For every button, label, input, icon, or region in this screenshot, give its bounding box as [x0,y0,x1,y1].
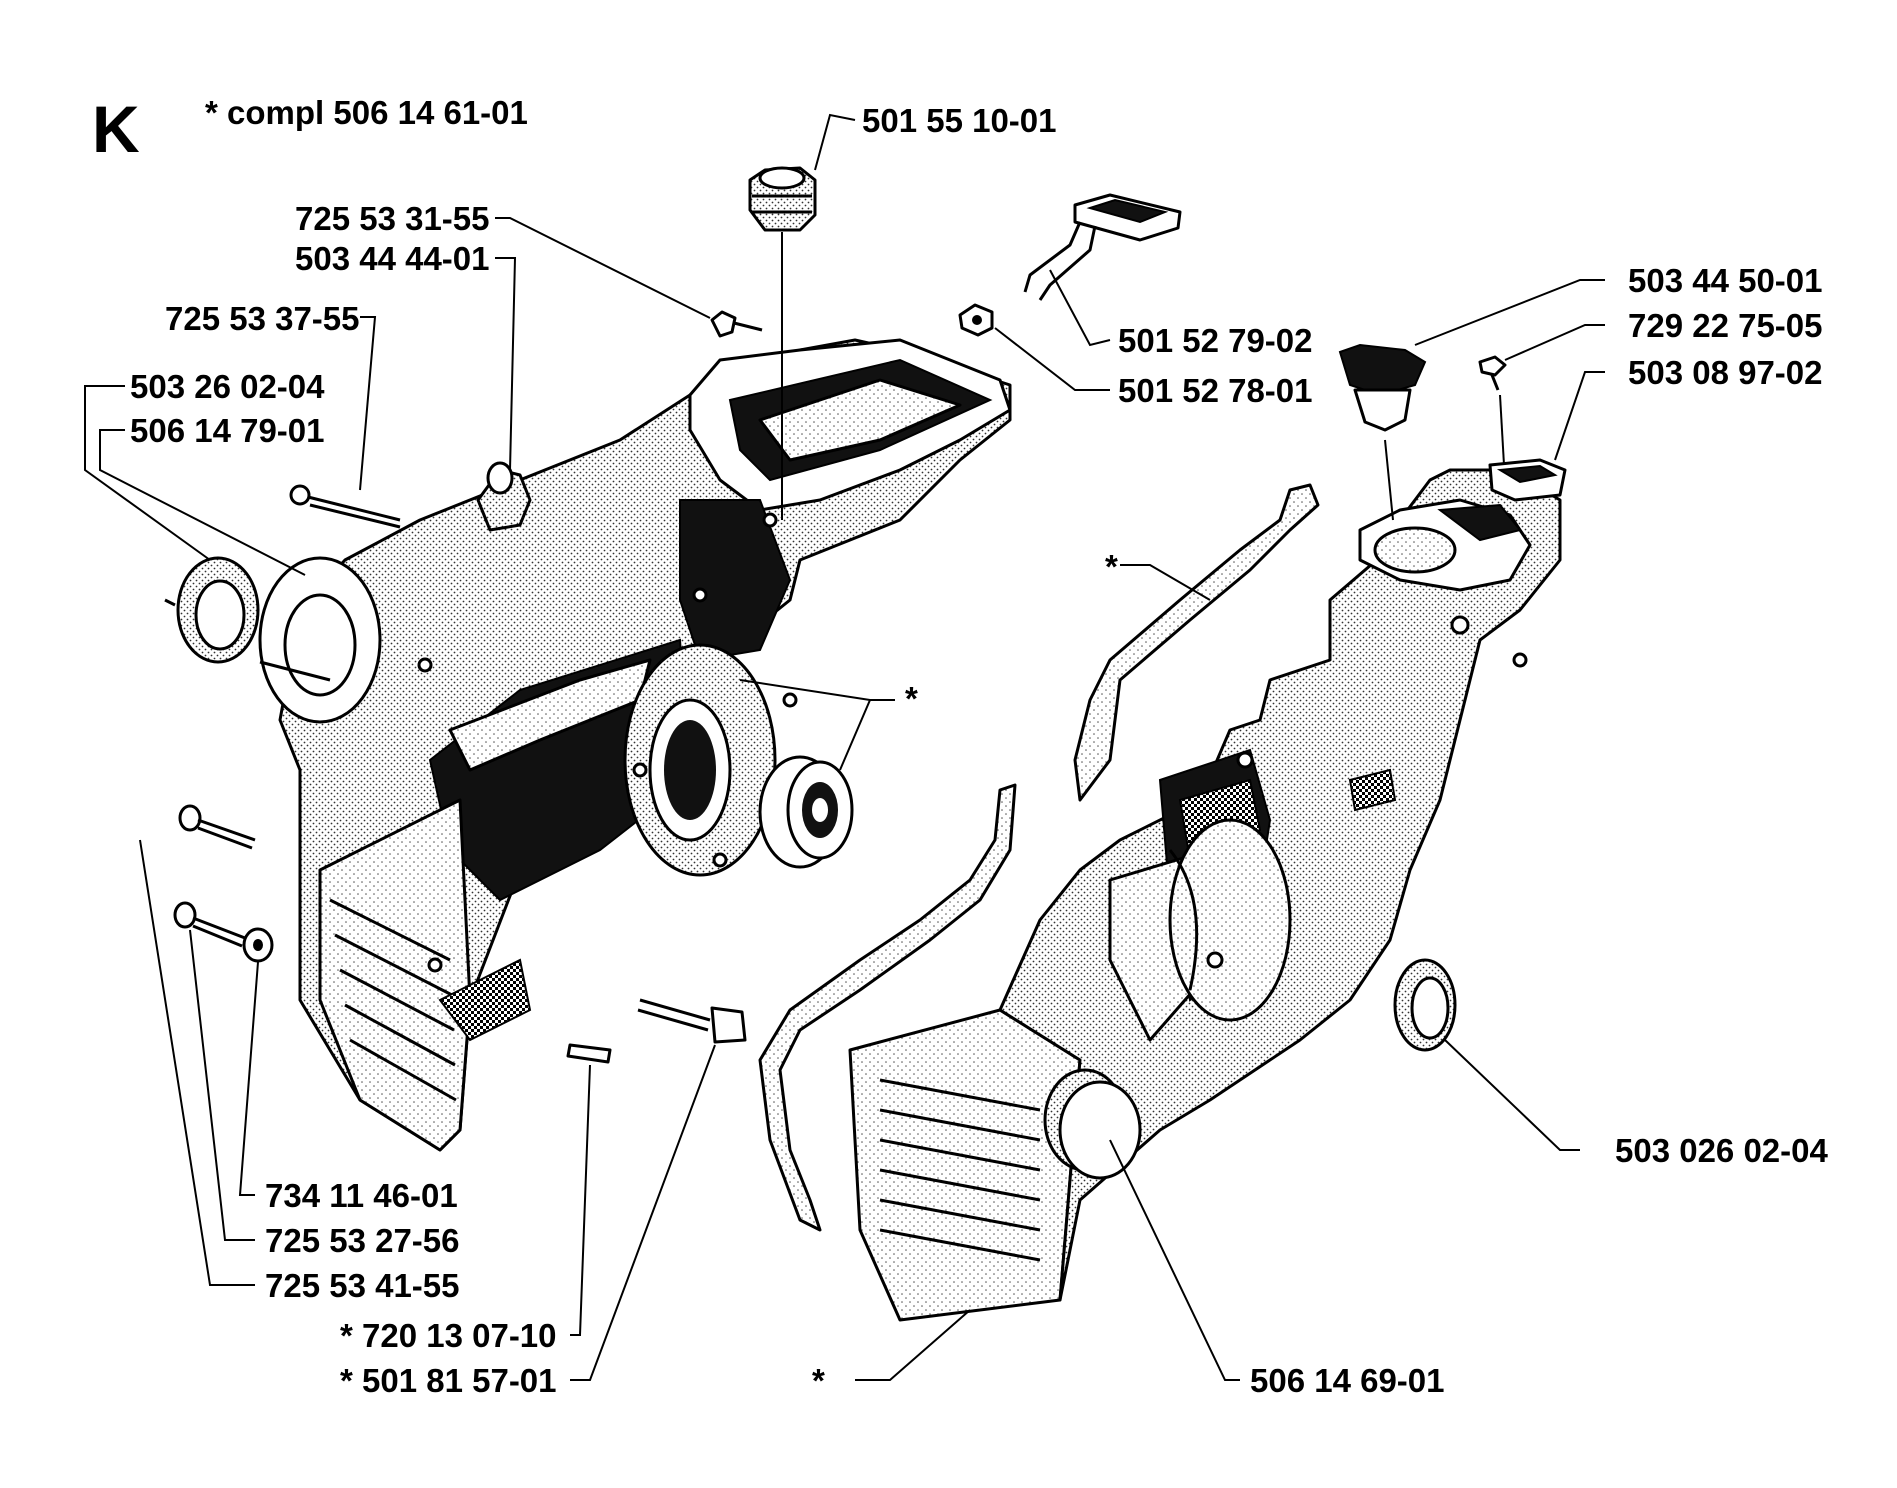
label-725-53-41-55: 725 53 41-55 [265,1267,460,1304]
label-503-26-02-04: 503 26 02-04 [130,368,325,405]
label-503-08-97-02: 503 08 97-02 [1628,354,1823,391]
leader-lines [84,113,1605,1381]
nut-501-52-78-01 [958,303,994,337]
label-501-52-78-01: 501 52 78-01 [1118,372,1313,409]
label-725-53-27-56: 725 53 27-56 [265,1222,460,1259]
label-506-14-69-01: 506 14 69-01 [1250,1362,1445,1399]
gasket-lower [758,783,1017,1232]
asterisk-bearing: * [905,680,918,717]
asterisk-gasket-top: * [1105,548,1118,585]
screw-725-53-37-55 [289,484,401,529]
oil-seal-left [176,556,260,664]
oil-seal-inner [258,556,382,724]
screw-729-22-75-05 [1478,355,1507,391]
bracket-503-08-97-02 [1488,458,1567,502]
label-503-44-50-01: 503 44 50-01 [1628,262,1823,299]
bushing-503-44-44-01 [476,461,532,532]
right-crankcase-half [848,468,1562,1322]
screw-lower-2 [173,901,246,948]
label-501-81-57-01: * 501 81 57-01 [340,1362,557,1399]
label-725-53-31-55: 725 53 31-55 [295,200,490,237]
label-734-11-46-01: 734 11 46-01 [265,1177,458,1214]
cap-503-44-50-01 [1338,343,1427,432]
label-725-53-37-55: 725 53 37-55 [165,300,360,337]
gasket-upper [1073,483,1320,802]
label-501-55-10-01: 501 55 10-01 [862,102,1057,139]
screw-lower-1 [178,804,256,850]
bolt-501-81-57-01 [637,998,747,1044]
washer [242,927,274,963]
pin-720-13-07-10 [566,1043,612,1064]
left-crankcase-half [278,338,1012,1152]
label-501-52-79-02: 501 52 79-02 [1118,322,1313,359]
label-506-14-79-01: 506 14 79-01 [130,412,325,449]
label-729-22-75-05: 729 22 75-05 [1628,307,1823,344]
label-503-44-44-01: 503 44 44-01 [295,240,490,277]
ball-bearing [758,755,854,869]
screw-725-53-31-55 [710,310,763,338]
label-720-13-07-10: * 720 13 07-10 [340,1317,557,1354]
bracket-501-52-79-02 [1023,193,1182,301]
cap-501-55-10-01 [748,166,817,232]
section-letter: K [92,92,140,166]
assembly-note: * compl 506 14 61-01 [205,94,528,131]
asterisk-right-case: * [812,1362,825,1399]
label-503-026-02-04: 503 026 02-04 [1615,1132,1829,1169]
